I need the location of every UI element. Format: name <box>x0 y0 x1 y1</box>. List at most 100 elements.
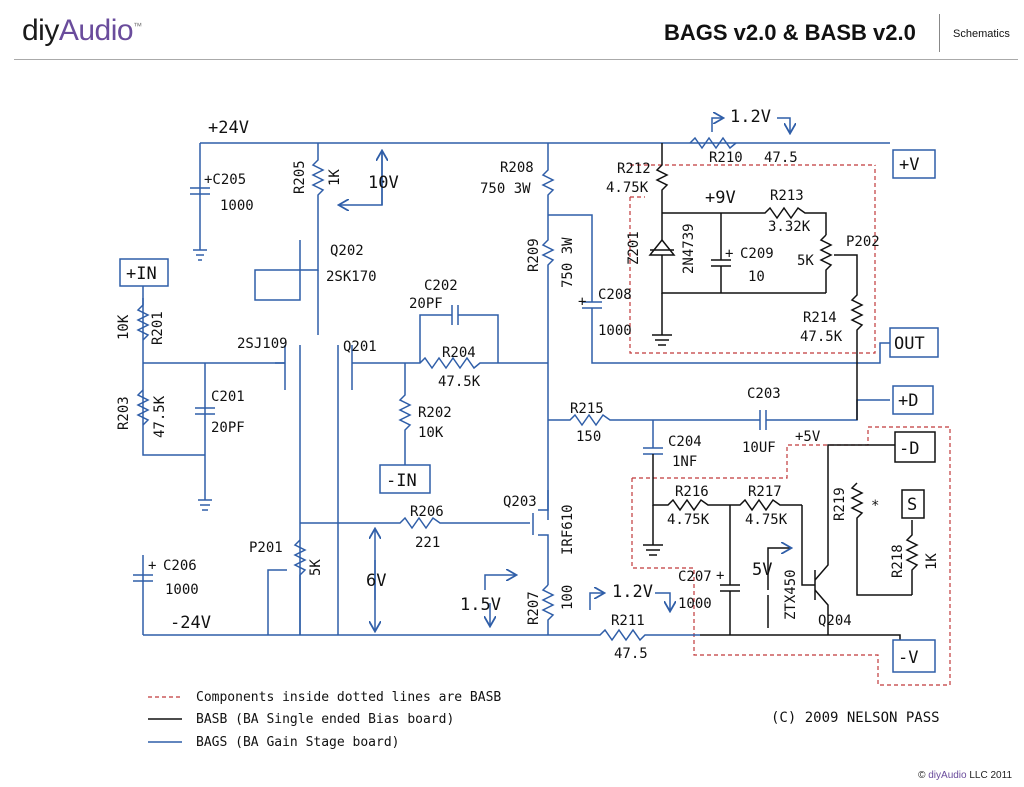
rail-neg: -24V <box>170 613 211 633</box>
basb-wiring <box>643 143 919 655</box>
r210-name: R210 <box>709 150 743 166</box>
r213-name: R213 <box>770 188 804 204</box>
r207-name: R207 <box>526 591 542 625</box>
basb-terminal-boxes <box>894 431 936 519</box>
basb-region <box>629 164 951 686</box>
r219-name: R219 <box>832 487 848 521</box>
q203-name: Q203 <box>503 494 537 510</box>
c204-value: 1NF <box>672 454 697 470</box>
page-title: BAGS v2.0 & BASB v2.0 <box>664 20 916 45</box>
r218-name: R218 <box>890 544 906 578</box>
c209-plus: + <box>725 246 733 262</box>
r209-value: 750 3W <box>560 237 576 288</box>
c206-plus: + <box>148 558 156 574</box>
c209-name: C209 <box>740 246 774 262</box>
r207-value: 100 <box>560 585 576 610</box>
voltage-1-5v: 1.5V <box>460 595 501 615</box>
c206-name: C206 <box>163 558 197 574</box>
r201-value: 10K <box>116 314 132 340</box>
r208-name: R208 <box>500 160 534 176</box>
copyright-symbol: © <box>918 770 926 781</box>
r212-value: 4.75K <box>606 180 649 196</box>
c204-name: C204 <box>668 434 702 450</box>
terminal-v-neg: -V <box>898 648 918 668</box>
c208-value: 1000 <box>598 323 632 339</box>
r206-value: 221 <box>415 535 440 551</box>
z201-name: Z201 <box>626 231 642 265</box>
voltage-6v: 6V <box>366 571 386 591</box>
voltage-9v: +9V <box>705 188 736 208</box>
logo-diy: diy <box>22 14 59 47</box>
footer-rest: LLC 2011 <box>966 770 1012 781</box>
r217-name: R217 <box>748 484 782 500</box>
r214-value: 47.5K <box>800 329 843 345</box>
c203-value: 10UF <box>742 440 776 456</box>
z201-value: 2N4739 <box>681 223 697 274</box>
voltage-1-2v-top: 1.2V <box>730 107 771 127</box>
r208-value: 750 3W <box>480 181 531 197</box>
r209-name: R209 <box>526 238 542 272</box>
header-rule <box>14 59 1018 60</box>
r215-value: 150 <box>576 429 601 445</box>
r205-name: R205 <box>292 160 308 194</box>
r203-name: R203 <box>116 396 132 430</box>
c208-plus: + <box>578 294 586 310</box>
c208-name: C208 <box>598 287 632 303</box>
r205-value: 1K <box>327 169 343 186</box>
c209-value: 10 <box>748 269 765 285</box>
r213-value: 3.32K <box>768 219 811 235</box>
terminal-d-neg: -D <box>899 439 919 459</box>
r219-value: * <box>871 498 879 514</box>
terminal-in-neg: -IN <box>386 471 417 491</box>
q204-value: ZTX450 <box>783 569 799 620</box>
c201-value: 20PF <box>211 420 245 436</box>
credit: (C) 2009 NELSON PASS <box>771 710 940 726</box>
rail-pos: +24V <box>208 118 249 138</box>
r215-name: R215 <box>570 401 604 417</box>
r212-name: R212 <box>617 161 651 177</box>
p202-name: P202 <box>846 234 880 250</box>
q203-value: IRF610 <box>560 504 576 555</box>
terminal-out: OUT <box>894 334 925 354</box>
c205-name: +C205 <box>204 172 246 188</box>
logo-trademark: ™ <box>133 21 142 31</box>
r204-name: R204 <box>442 345 476 361</box>
p201-value: 5K <box>308 559 324 576</box>
q201-name: Q201 <box>343 339 377 355</box>
r202-name: R202 <box>418 405 452 421</box>
r216-value: 4.75K <box>667 512 710 528</box>
c202-name: C202 <box>424 278 458 294</box>
terminal-in-pos: +IN <box>126 264 157 284</box>
terminal-d-pos: +D <box>898 391 918 411</box>
diyaudio-logo: diyAudio™ <box>22 14 142 48</box>
r210-value: 47.5 <box>764 150 798 166</box>
r217-value: 4.75K <box>745 512 788 528</box>
footer-brand: diyAudio <box>928 770 967 781</box>
c205-value: 1000 <box>220 198 254 214</box>
r211-value: 47.5 <box>614 646 648 662</box>
c207-plus: + <box>716 568 724 584</box>
c207-value: 1000 <box>678 596 712 612</box>
c203-name: C203 <box>747 386 781 402</box>
r216-name: R216 <box>675 484 709 500</box>
r218-value: 1K <box>924 553 940 570</box>
r203-value: 47.5K <box>152 395 168 438</box>
c201-name: C201 <box>211 389 245 405</box>
voltage-1-2v-bottom: 1.2V <box>612 582 653 602</box>
terminal-v-pos: +V <box>899 155 919 175</box>
header-divider <box>939 14 940 52</box>
footer-copyright: © diyAudio LLC 2011 <box>918 770 1012 781</box>
logo-audio: Audio <box>58 14 134 47</box>
c207-name: C207 <box>678 569 712 585</box>
c202-value: 20PF <box>409 296 443 312</box>
c206-value: 1000 <box>165 582 199 598</box>
legend-item-bags: BAGS (BA Gain Stage board) <box>196 735 400 750</box>
voltage-5v-pos: +5V <box>795 429 821 445</box>
legend-item-dotted: Components inside dotted lines are BASB <box>196 690 501 705</box>
p201-name: P201 <box>249 540 283 556</box>
section-label: Schematics <box>953 28 1010 40</box>
r211-name: R211 <box>611 613 645 629</box>
voltage-10v: 10V <box>368 173 399 193</box>
r201-name: R201 <box>150 311 166 345</box>
